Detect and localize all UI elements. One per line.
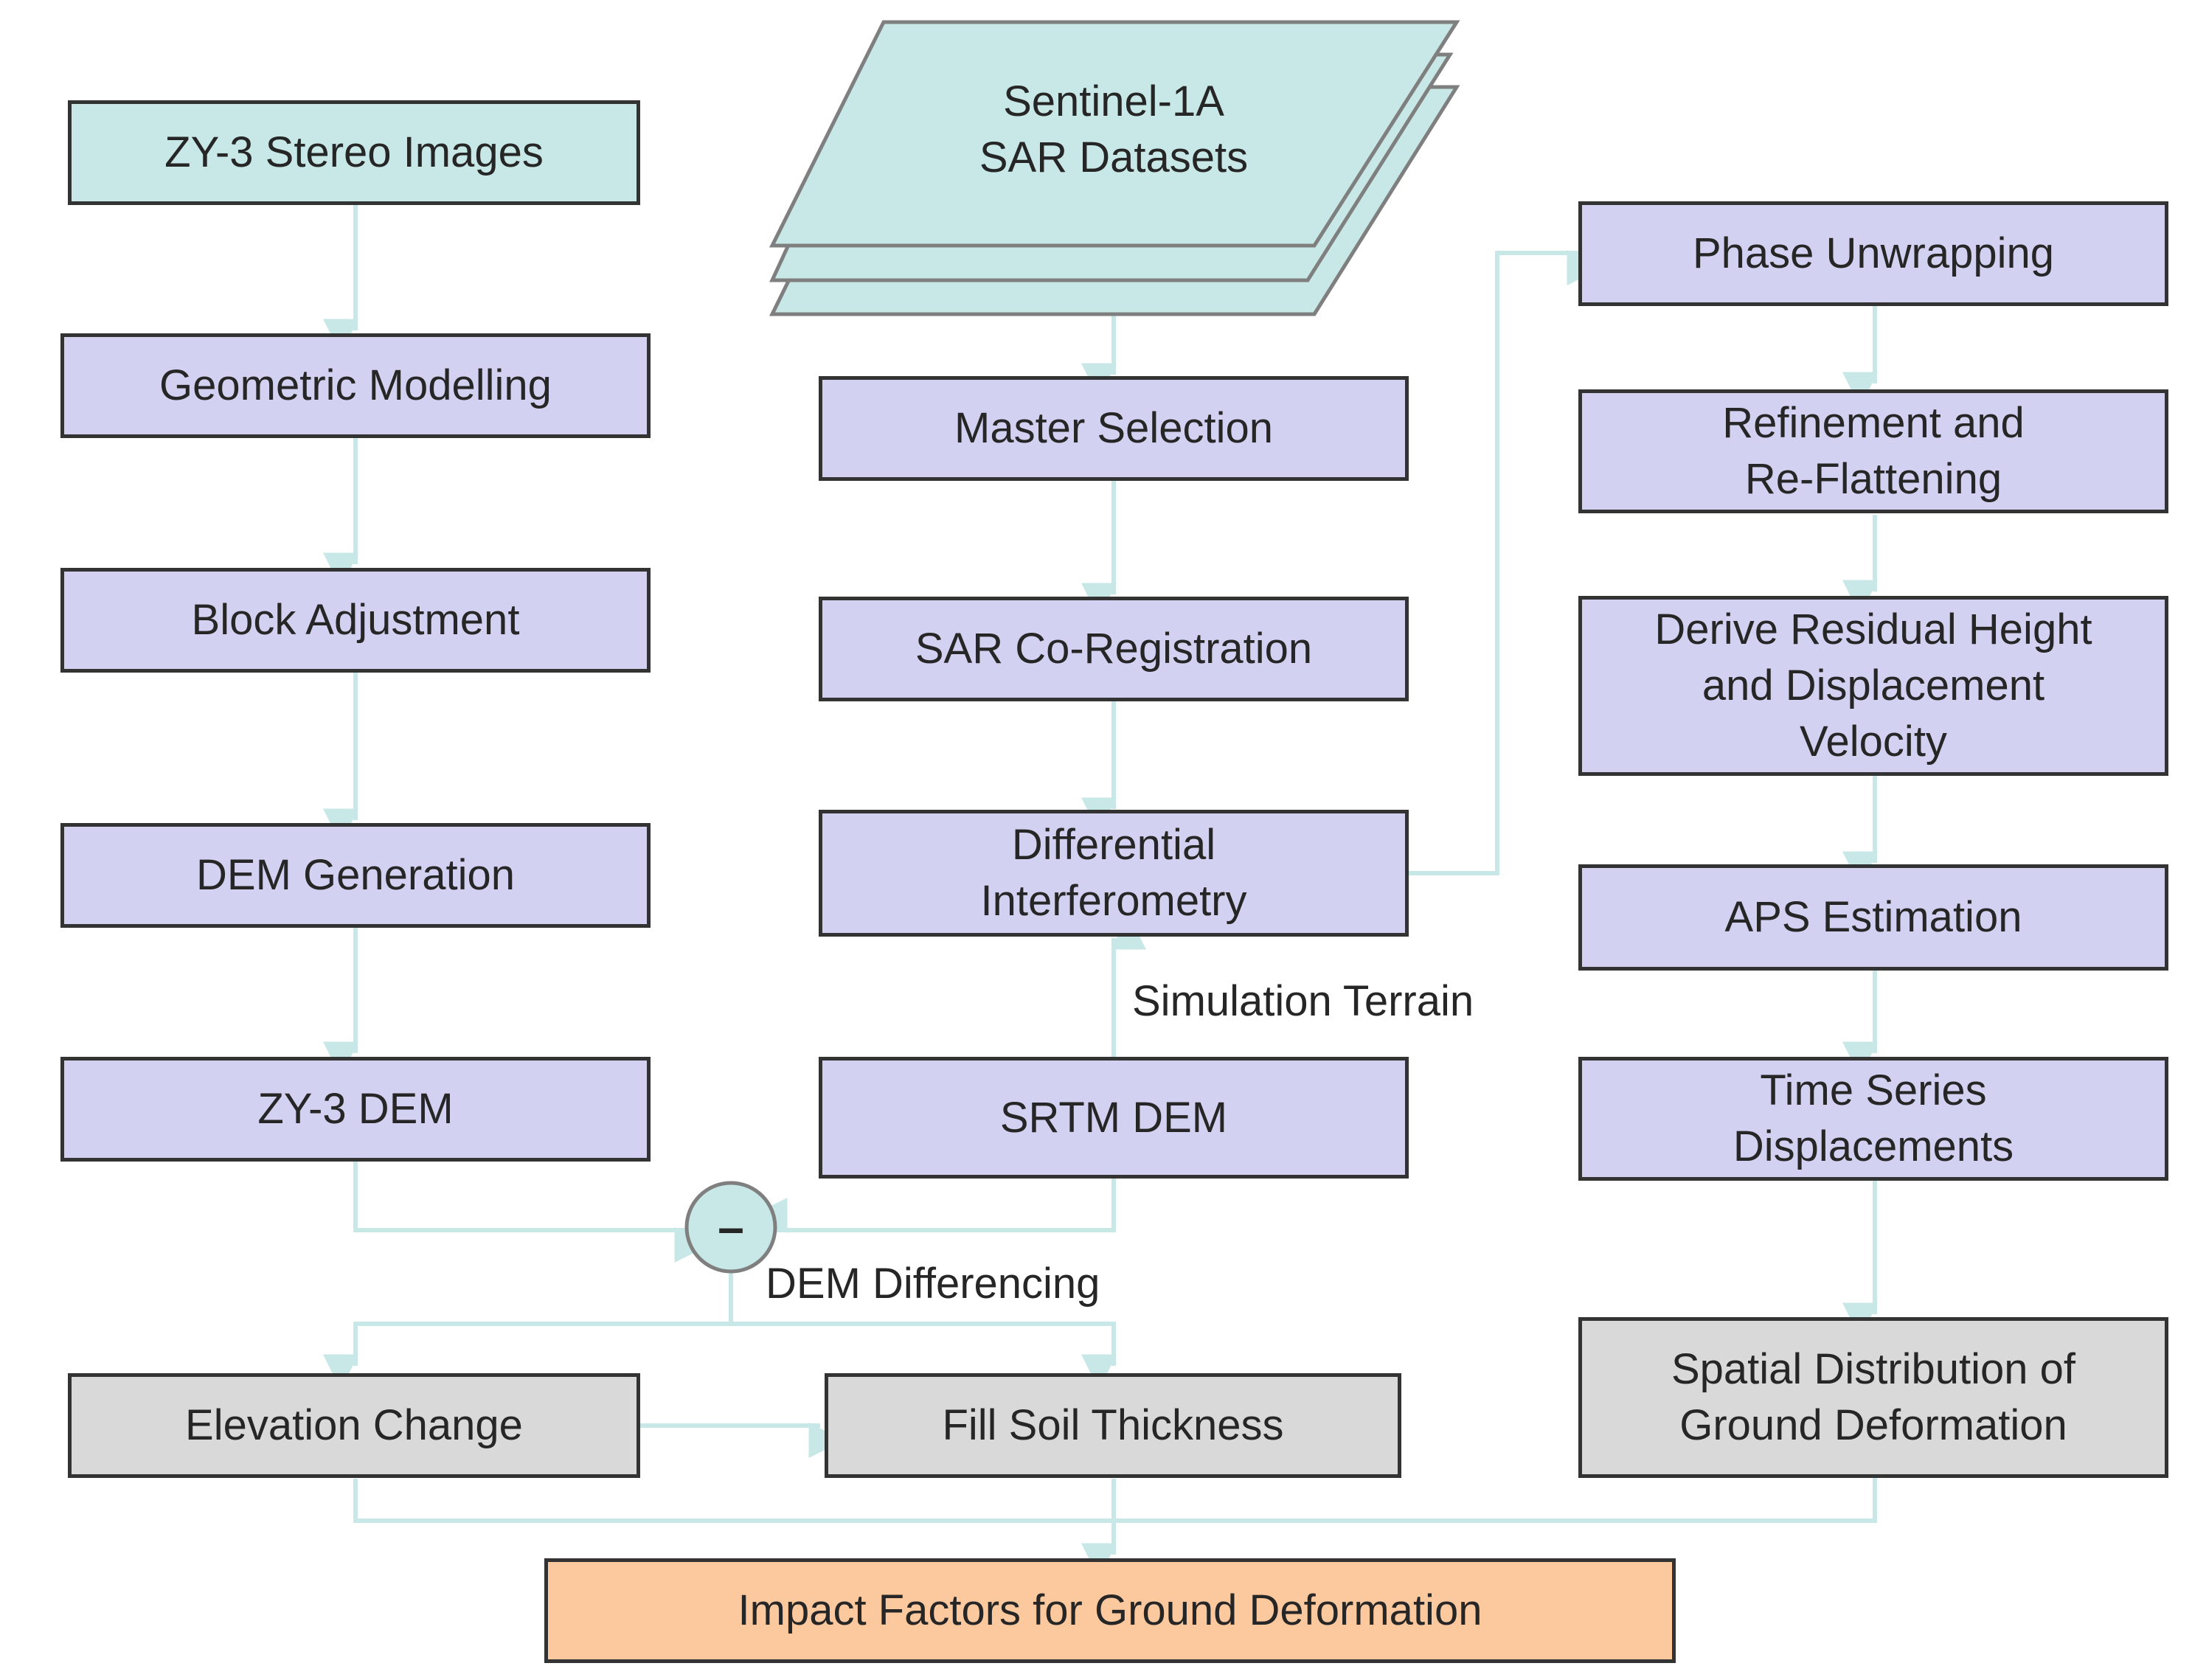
node-sentinel-sar-datasets: Sentinel-1A SAR Datasets (979, 77, 1249, 181)
node-zy3-stereo-images: ZY-3 Stereo Images (68, 100, 640, 205)
sar-stack-layer-1 (769, 20, 1460, 248)
arrow-dinsar-to-phase (1409, 250, 1603, 875)
minus-operator-circle (684, 1181, 777, 1274)
node-dem-generation: DEM Generation (60, 823, 651, 928)
arrow-minus-to-elevation (323, 1322, 731, 1390)
node-refinement-reflattening: Refinement and Re-Flattening (1578, 389, 2168, 513)
node-master-selection: Master Selection (819, 376, 1409, 481)
node-block-adjustment: Block Adjustment (60, 568, 651, 673)
node-sar-coregistration: SAR Co-Registration (819, 597, 1409, 701)
label-simulation-terrain: Simulation Terrain (1132, 977, 1474, 1025)
node-spatial-distribution: Spatial Distribution of Ground Deformati… (1578, 1317, 2168, 1478)
node-elevation-change: Elevation Change (68, 1373, 640, 1478)
arrow-minus-to-fillsoil (731, 1322, 1117, 1390)
minus-operator-symbol: – (718, 1201, 744, 1254)
node-phase-unwrapping: Phase Unwrapping (1578, 201, 2168, 306)
node-impact-factors: Impact Factors for Ground Deformation (544, 1558, 1676, 1663)
label-dem-differencing: DEM Differencing (766, 1260, 1100, 1308)
node-time-series-displacements: Time Series Displacements (1578, 1057, 2168, 1181)
arrow-srtm-to-minus (752, 1179, 1116, 1233)
node-fill-soil-thickness: Fill Soil Thickness (825, 1373, 1401, 1478)
node-zy3-dem: ZY-3 DEM (60, 1057, 651, 1162)
node-srtm-dem: SRTM DEM (819, 1057, 1409, 1179)
node-aps-estimation: APS Estimation (1578, 864, 2168, 971)
arrow-zy3dem-to-minus (353, 1162, 710, 1263)
node-geometric-modelling: Geometric Modelling (60, 333, 651, 438)
node-derive-residual-height: Derive Residual Height and Displacement … (1578, 596, 2168, 776)
node-differential-interferometry: Differential Interferometry (819, 810, 1409, 937)
